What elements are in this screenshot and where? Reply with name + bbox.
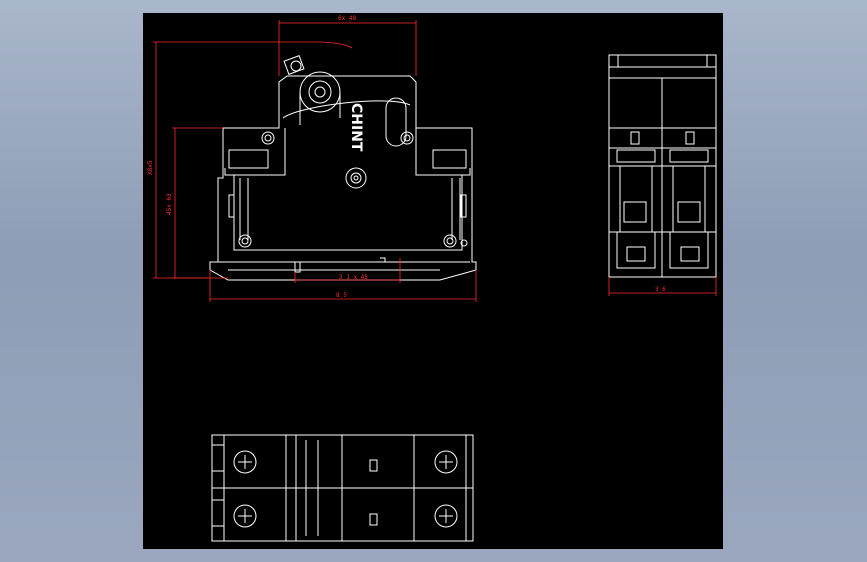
dim-overall-height: X8x5 (147, 160, 154, 175)
dim-side-width: 3 6 (655, 286, 666, 293)
brand-logo-text: CHINT (348, 103, 364, 152)
side-view: 3 6 (608, 54, 717, 296)
dim-top-width: 6x 48 (338, 15, 356, 22)
dim-base-width: 8 5 (336, 292, 347, 299)
cad-drawing-canvas[interactable]: CHINT 6x 48 X8x5 45x 63 3 1 x 45 8 5 3 6 (143, 13, 723, 549)
dim-mid-height: 45x 63 (166, 193, 173, 215)
front-view: CHINT 6x 48 X8x5 45x 63 3 1 x 45 8 5 (147, 15, 477, 302)
dim-rail-width: 3 1 x 45 (339, 274, 368, 281)
top-view (211, 434, 474, 542)
